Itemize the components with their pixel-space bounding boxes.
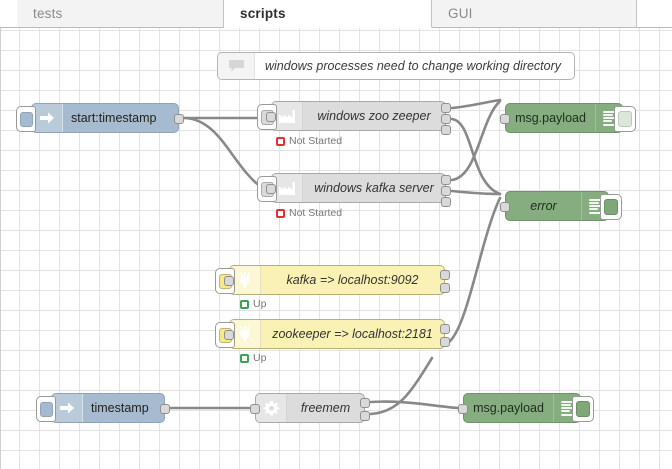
factory-icon [272,174,303,202]
wire-layer [169,98,502,416]
output-port-1[interactable] [440,324,450,334]
output-port-1[interactable] [440,270,450,280]
status-square-icon [240,353,249,363]
debug-toggle-button[interactable] [614,106,636,132]
inject-node-timestamp[interactable]: timestamp [36,393,170,423]
output-port-2[interactable] [360,411,370,421]
debug-node-error[interactable]: error [500,191,622,221]
plug-icon [230,266,261,294]
input-port[interactable] [266,184,276,194]
debug-toggle-button[interactable] [600,194,622,220]
wire-start-to-kafkaserver [183,116,267,192]
tab-scripts[interactable]: scripts [224,0,432,28]
exec-node-freemem[interactable]: freemem [250,393,370,423]
gear-icon [256,394,287,422]
output-port[interactable] [174,114,184,124]
status-text: Not Started [289,207,343,219]
link-node-kafka[interactable]: kafka => localhost:9092 Up [215,265,450,310]
output-port-1[interactable] [441,103,451,113]
status-badge: Not Started [276,135,342,147]
output-port-2[interactable] [441,186,451,196]
wire-freemem-to-debug-1 [369,400,460,410]
node-label: zookeeper => localhost:2181 [272,327,433,341]
inject-trigger-button[interactable] [16,106,36,132]
flow-tab-bar: tests scripts GUI [0,0,672,28]
output-port[interactable] [160,404,170,414]
node-label: kafka => localhost:9092 [286,273,419,287]
status-square-icon [240,299,249,309]
debug-bars-icon [553,394,580,422]
node-label: freemem [300,401,351,415]
inject-node-start-timestamp[interactable]: start:timestamp [16,103,184,133]
node-label: error [530,199,557,213]
wire-zookeeper-to-error [446,196,502,345]
node-label: msg.payload [473,401,544,415]
comment-node[interactable]: windows processes need to change working… [217,52,575,80]
debug-node-msg-payload-top[interactable]: msg.payload [500,103,636,133]
flow-canvas[interactable]: windows processes need to change working… [0,28,672,469]
input-port[interactable] [266,112,276,122]
input-port[interactable] [500,202,510,212]
wire-zoozeeper-to-debug [450,98,502,110]
status-text: Up [253,298,267,310]
output-port-1[interactable] [441,175,451,185]
wire-freemem-to-debug-2 [369,356,434,416]
inject-arrow-icon [52,394,83,422]
inject-arrow-icon [32,104,63,132]
output-port-2[interactable] [440,283,450,293]
factory-icon [272,102,303,130]
output-port-3[interactable] [441,125,451,135]
debug-bars-icon [595,104,622,132]
node-label: msg.payload [515,111,586,125]
output-port-2[interactable] [441,114,451,124]
daemon-node-windows-kafka-server[interactable]: windows kafka server Not Started [257,173,451,219]
inject-trigger-button[interactable] [36,396,56,422]
node-label: windows zoo zeeper [317,109,431,123]
wire-zoozeeper-to-error [450,117,502,196]
input-port[interactable] [224,330,234,340]
output-port-1[interactable] [360,398,370,408]
status-badge: Up [240,352,266,364]
output-port-2[interactable] [440,337,450,347]
node-label: windows kafka server [314,181,434,195]
status-text: Up [253,352,267,364]
plug-icon [230,320,261,348]
comment-icon [218,53,255,79]
input-port[interactable] [250,404,260,414]
status-badge: Up [240,298,266,310]
tabbar-left-edge [0,0,17,28]
daemon-node-windows-zoo-zeeper[interactable]: windows zoo zeeper Not Started [257,101,451,147]
tabbar-right-edge [637,0,672,28]
debug-node-msg-payload-bottom[interactable]: msg.payload [458,393,594,423]
node-label: start:timestamp [71,111,157,125]
debug-bars-icon [581,192,608,220]
comment-text: windows processes need to change working… [265,59,561,73]
status-square-icon [276,136,285,146]
input-port[interactable] [224,276,234,286]
tab-label: GUI [448,6,473,21]
tab-label: scripts [240,6,286,21]
status-badge: Not Started [276,207,342,219]
wire-kafkaserver-to-debug [450,99,502,182]
tab-tests[interactable]: tests [17,0,224,28]
tab-gui[interactable]: GUI [432,0,637,28]
input-port[interactable] [458,404,468,414]
input-port[interactable] [500,114,510,124]
wire-kafkaserver-to-error [450,189,502,196]
status-text: Not Started [289,135,343,147]
node-label: timestamp [91,401,149,415]
link-node-zookeeper[interactable]: zookeeper => localhost:2181 Up [215,319,450,364]
status-square-icon [276,208,285,218]
tab-label: tests [33,6,63,21]
output-port-3[interactable] [441,197,451,207]
debug-toggle-button[interactable] [572,396,594,422]
